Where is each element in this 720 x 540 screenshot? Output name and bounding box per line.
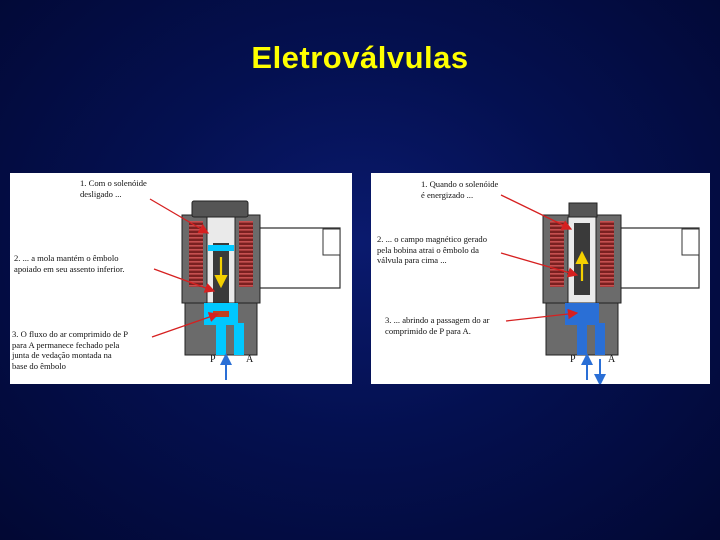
coil-right [239, 221, 253, 287]
valve-housing-outline [258, 227, 341, 289]
port-p-channel [577, 313, 587, 355]
callout-arrow-2 [153, 268, 216, 293]
valve-cross-section-left [149, 198, 341, 380]
valve-diagram-deenergized: 1. Com o solenóide desligado ... 2. ... … [10, 173, 352, 384]
air-gap [208, 245, 234, 251]
callout-arrow-3 [505, 308, 579, 322]
solenoid-cap [568, 202, 598, 218]
valve-cross-section-right [500, 194, 700, 384]
callout-arrow-2 [500, 252, 579, 278]
caption-1: 1. Com o solenóide desligado ... [80, 178, 147, 199]
coil-left [550, 221, 564, 287]
seal [213, 311, 229, 317]
caption-2: 2. ... o campo magnético gerado pela bob… [377, 234, 488, 265]
port-a-channel [234, 323, 244, 355]
valve-housing-outline [618, 227, 700, 289]
callout-arrow-1 [149, 198, 210, 234]
port-p-label: P [570, 354, 576, 365]
callout-arrow-1 [500, 194, 573, 230]
port-a-label: A [608, 354, 616, 365]
port-a-label: A [246, 354, 254, 365]
port-p-label: P [210, 354, 216, 365]
caption-3: 3. ... abrindo a passagem do ar comprimi… [385, 315, 490, 336]
connector-box [322, 228, 341, 256]
caption-2: 2. ... a mola mantém o êmbolo apoiado em… [14, 253, 125, 274]
valve-diagram-energized: 1. Quando o solenóide é energizado ... 2… [371, 173, 710, 384]
callout-arrow-3 [151, 312, 220, 338]
connector-box [681, 228, 700, 256]
caption-1: 1. Quando o solenóide é energizado ... [421, 179, 499, 200]
slide-title: Eletroválvulas [251, 40, 469, 75]
caption-3: 3. O fluxo do ar comprimido de P para A … [12, 329, 128, 371]
solenoid-cap [191, 200, 249, 218]
coil-left [189, 221, 203, 287]
port-a-channel [595, 323, 605, 355]
port-p-channel [216, 313, 226, 355]
coil-right [600, 221, 614, 287]
